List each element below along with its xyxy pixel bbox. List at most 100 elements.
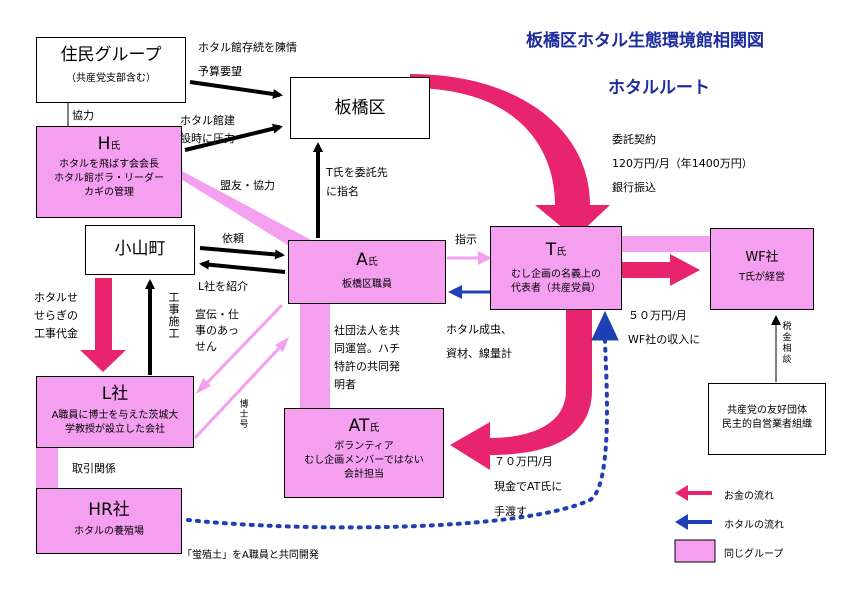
label-construction: 工 事 施 工 [168,292,180,340]
label-construction-fee-2: せらぎの [34,309,78,322]
node-a: A氏 板橋区職員 [288,240,446,304]
label-propaganda-c10: ん [206,340,217,353]
band-t-to-wf [600,236,720,252]
node-koyama: 小山町 [85,225,195,275]
node-h: H氏 ホタルを飛ばす会会長 ホタル館ボラ・リーダー カギの管理 [36,126,182,218]
label-phd-c3: 号 [239,420,249,430]
label-phd-c1: 博 [239,400,249,410]
label-soil: 「蛍殖土」をA職員と共同開発 [182,550,319,561]
label-propaganda-c1: 宣 [195,308,206,321]
label-corporate-2: 同運営。ハチ [334,342,400,355]
node-h-line-2: ホタル館ボラ・リーダー [54,173,164,184]
arrow-a-to-l [203,303,284,387]
node-itabashi: 板橋区 [290,77,430,139]
label-construction-char-1: 工 [168,291,180,304]
legend-graphics [674,485,716,563]
node-h-name: H [97,134,111,154]
arrow-h-to-itabashi [184,123,283,152]
legend-firefly-label: ホタルの流れ [724,520,784,531]
label-alliance: 盟友・協力 [220,179,275,192]
money-arrow-itabashi-to-t [410,74,610,238]
firefly-arrowhead-t-to-a [448,285,462,299]
node-l: L社 A職員に博士を与えた茨城大 学教授が設立した会社 [36,376,194,448]
node-at-suffix: 氏 [369,423,380,434]
firefly-arrowhead-hr-to-t [591,310,619,341]
label-tax-c3: 相 [782,344,792,354]
node-at-name: AT [348,416,370,436]
label-construction-char-2: 事 [168,303,180,316]
legend-firefly-head [675,514,688,530]
node-t-suffix: 氏 [556,247,567,258]
node-l-line-1: A職員に博士を与えた茨城大 [51,410,179,421]
node-l-line-2: 学教授が設立した会社 [65,424,165,435]
legend-group-swatch [674,539,716,563]
label-tax-c4: 談 [782,355,792,365]
node-a-name: A [356,250,368,270]
label-introduce-l: L社を紹介 [198,280,249,293]
firefly-dotted-hr-to-t [186,338,609,530]
label-propaganda-c5: 事 [195,324,206,337]
band-l-to-hr [36,440,58,495]
node-jcp-line-2: 民主的自営業者組織 [722,419,812,430]
label-nominate-1: T氏を委託先 [326,166,388,179]
label-petition-1: ホタル館存続を陳情 [198,41,297,54]
label-cooperation: 協力 [72,109,94,122]
label-construction-char-4: 工 [168,327,180,340]
node-l-name: L社 [101,384,129,404]
legend-money-head [675,485,688,501]
arrow-a-to-koyama [199,259,286,274]
node-at: AT氏 ボランティア むし企画メンバーではない 会計担当 [284,408,444,498]
node-koyama-name: 小山町 [114,239,166,259]
node-h-line-1: ホタルを飛ばす会会長 [59,159,159,170]
label-nominate-2: に指名 [326,185,359,198]
node-t-line-1: むし企画の名義上の [511,269,601,280]
label-pressure-1: ホタル館建 [180,114,235,127]
legend-money-label: お金の流れ [724,491,774,502]
node-wf-line-1: T氏が経営 [738,272,786,283]
label-tax-c2: 金 [782,333,792,343]
money-arrow-t-to-wf [622,254,700,286]
node-hr: HR社 ホタルの養殖場 [36,488,182,554]
node-t: T氏 むし企画の名義上の 代表者（共産党員） [490,226,622,310]
label-construction-fee-1: ホタルせ [34,291,78,304]
label-corporate-3: 特許の共同発 [334,360,400,373]
label-construction-char-3: 施 [168,315,180,328]
label-propaganda-c2: 伝 [206,308,217,321]
arrowhead-a-to-t [478,251,492,265]
label-petition-2: 予算要望 [198,65,242,78]
label-propaganda-c3: ・ [217,308,228,321]
node-wf: WF社 T氏が経営 [710,228,814,310]
group-bands [36,160,720,495]
label-request: 依頼 [222,232,244,245]
label-to-at-1: ７０万円/月 [494,455,553,468]
label-contract-1: 委託契約 [612,133,656,146]
node-a-suffix: 氏 [367,257,378,268]
label-propaganda-c8: っ [228,324,239,337]
label-wf-income-1: ５０万円/月 [628,309,687,322]
label-trade: 取引関係 [72,462,116,475]
arrow-l-to-a [193,343,284,440]
node-residents: 住民グループ （共産党支部含む） [36,37,186,103]
money-arrow-koyama-to-l [80,278,126,372]
label-to-at-2: 現金でAT氏に [494,480,563,493]
node-t-name: T [545,240,557,260]
node-h-line-3: カギの管理 [84,187,134,198]
label-construction-fee-3: 工事代金 [34,327,78,340]
node-jcp-line-1: 共産党の友好団体 [727,405,807,416]
node-t-line-2: 代表者（共産党員） [511,283,601,294]
label-propaganda-c4: 仕 [228,308,239,321]
arrow-koyama-to-a [199,246,285,260]
diagram-subtitle: ホタルルート [608,78,710,98]
legend-group-label: 同じグループ [724,549,784,560]
node-h-suffix: 氏 [110,141,121,152]
node-hr-line-1: ホタルの養殖場 [74,526,144,537]
label-to-at-3: 手渡す [494,505,527,518]
label-instruction: 指示 [455,233,477,246]
arrow-residents-to-itabashi [189,80,283,99]
label-tax-c1: 税 [782,322,792,332]
node-jcp-group: 共産党の友好団体 民主的自営業者組織 [708,383,826,455]
label-supplies-2: 資材、線量計 [446,347,512,360]
arrowhead-a-to-l [196,378,211,394]
node-at-line-3: 会計担当 [344,469,384,480]
